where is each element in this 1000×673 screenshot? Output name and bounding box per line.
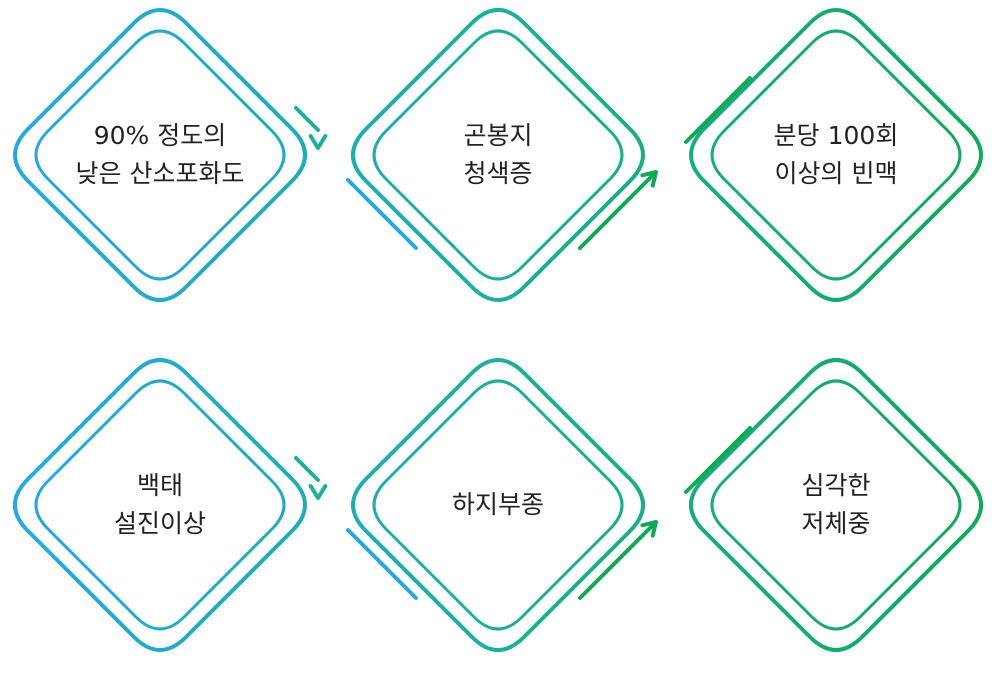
step-4-line-1: 백태 <box>136 471 183 500</box>
connector-1-row-2 <box>294 456 320 482</box>
connector-1-row-1 <box>294 106 320 132</box>
step-3-line-1: 분당 100회 <box>773 121 899 150</box>
outer-diamond-4 <box>13 358 307 652</box>
step-1-line-1: 90% 정도의 <box>93 121 227 150</box>
step-5-line-1: 하지부종 <box>451 490 544 519</box>
inner-diamond-1 <box>34 29 286 281</box>
outer-diamond-2 <box>351 8 645 302</box>
inner-diamond-3 <box>710 29 962 281</box>
arrow-head-1-row-1 <box>308 134 328 150</box>
step-6-line-2: 저체중 <box>801 509 871 538</box>
connector-3-row-2 <box>578 522 656 600</box>
outer-diamond-5 <box>351 358 645 652</box>
step-2-line-2: 청색증 <box>463 159 533 188</box>
inner-diamond-2 <box>372 29 624 281</box>
inner-diamond-5 <box>372 379 624 631</box>
arrow-head-2-row-1 <box>640 170 658 188</box>
arrow-head-1-row-2 <box>308 484 328 500</box>
connector-4-row-2 <box>684 426 752 494</box>
outer-diamond-3 <box>689 8 983 302</box>
connector-3-row-1 <box>578 172 656 250</box>
step-3-line-2: 이상의 빈맥 <box>774 159 898 188</box>
step-1-line-2: 낮은 산소포화도 <box>75 159 245 188</box>
step-6-line-1: 심각한 <box>801 471 871 500</box>
arrow-head-2-row-2 <box>640 520 658 538</box>
step-label-5: 하지부종 <box>378 486 618 524</box>
step-2-line-1: 곤봉지 <box>463 121 533 150</box>
connector-2-row-2 <box>346 528 418 600</box>
outer-diamond-6 <box>689 358 983 652</box>
step-4-line-2: 설진이상 <box>113 509 206 538</box>
inner-diamond-6 <box>710 379 962 631</box>
outer-diamond-1 <box>13 8 307 302</box>
connector-2-row-1 <box>346 178 418 250</box>
connector-4-row-1 <box>684 76 752 144</box>
inner-diamond-4 <box>34 379 286 631</box>
